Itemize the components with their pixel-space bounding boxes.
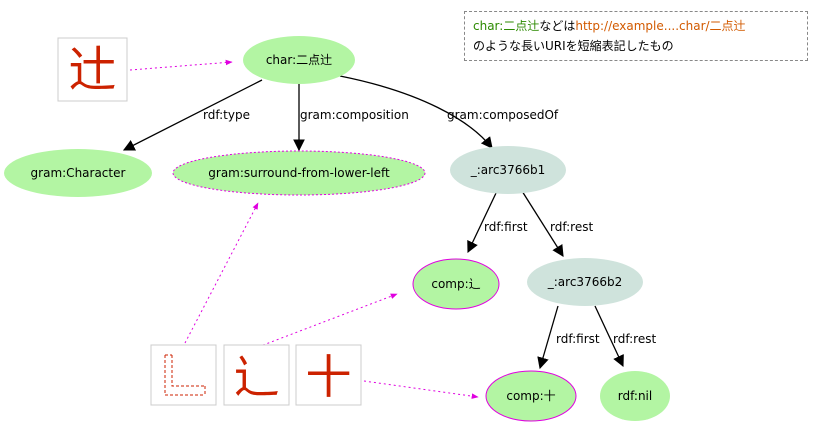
connector-shinnyo xyxy=(257,293,398,348)
node-nil[interactable]: rdf:nil xyxy=(600,371,670,421)
glyph-box-ten: 十 xyxy=(295,344,362,406)
svg-text:gram:surround-from-lower-left: gram:surround-from-lower-left xyxy=(208,166,390,180)
edge-composedOf xyxy=(339,75,493,149)
edges xyxy=(122,75,624,370)
svg-text:_:arc3766b1: _:arc3766b1 xyxy=(470,163,545,177)
svg-text:_:arc3766b2: _:arc3766b2 xyxy=(547,275,622,289)
edge-label-composition: gram:composition xyxy=(300,108,409,122)
edge-label-type: rdf:type xyxy=(203,108,250,122)
glyph-box-tsuji: 辻 xyxy=(57,37,128,102)
svg-text:rdf:nil: rdf:nil xyxy=(618,389,652,403)
svg-text:char:二点辻: char:二点辻 xyxy=(266,53,332,67)
glyph-shinnyo: 辶 xyxy=(234,350,280,404)
edge-first1 xyxy=(467,190,498,254)
edge-label-first1: rdf:first xyxy=(484,220,528,234)
edge-label-first2: rdf:first xyxy=(556,332,600,346)
surround-lower-left-icon xyxy=(164,354,206,396)
note-line-2: のような長いURIを短縮表記したもの xyxy=(473,39,674,53)
node-character[interactable]: gram:Character xyxy=(4,149,152,197)
edge-label-rest1: rdf:rest xyxy=(550,220,593,234)
node-arc1[interactable]: _:arc3766b1 xyxy=(450,146,566,194)
note-term: char:二点辻 xyxy=(473,19,540,33)
connector-tsuji xyxy=(129,59,233,71)
node-arc2[interactable]: _:arc3766b2 xyxy=(527,258,643,306)
edge-type xyxy=(122,79,263,151)
edge-first2 xyxy=(537,305,559,370)
node-char[interactable]: char:二点辻 xyxy=(243,36,355,84)
connector-ten xyxy=(363,380,479,399)
glyph-box-surround xyxy=(150,344,217,406)
svg-text:gram:Character: gram:Character xyxy=(31,166,126,180)
glyph-box-shinnyo: 辶 xyxy=(223,344,290,406)
node-surround[interactable]: gram:surround-from-lower-left xyxy=(172,150,426,196)
note-line-1: char:二点辻などはhttp://example....char/二点辻 xyxy=(473,16,799,36)
note-text-1: などは xyxy=(539,19,576,33)
legend-note: char:二点辻などはhttp://example....char/二点辻 のよ… xyxy=(464,11,808,61)
edge-label-rest2: rdf:rest xyxy=(613,332,656,346)
svg-text:comp:十: comp:十 xyxy=(506,389,555,403)
node-comp-shinnyo[interactable]: comp:辶 xyxy=(412,258,500,310)
glyph-ten: 十 xyxy=(306,350,352,404)
note-url: http://example....char/二点辻 xyxy=(575,19,746,33)
svg-text:comp:辶: comp:辶 xyxy=(431,277,480,291)
edge-rest1 xyxy=(521,190,564,257)
edge-label-composedOf: gram:composedOf xyxy=(447,108,559,122)
connector-surround xyxy=(184,202,259,344)
glyph-tsuji: 辻 xyxy=(68,42,116,98)
node-comp-ten[interactable]: comp:十 xyxy=(485,370,577,422)
edge-rest2 xyxy=(594,305,624,368)
glyph-connectors xyxy=(129,59,479,399)
